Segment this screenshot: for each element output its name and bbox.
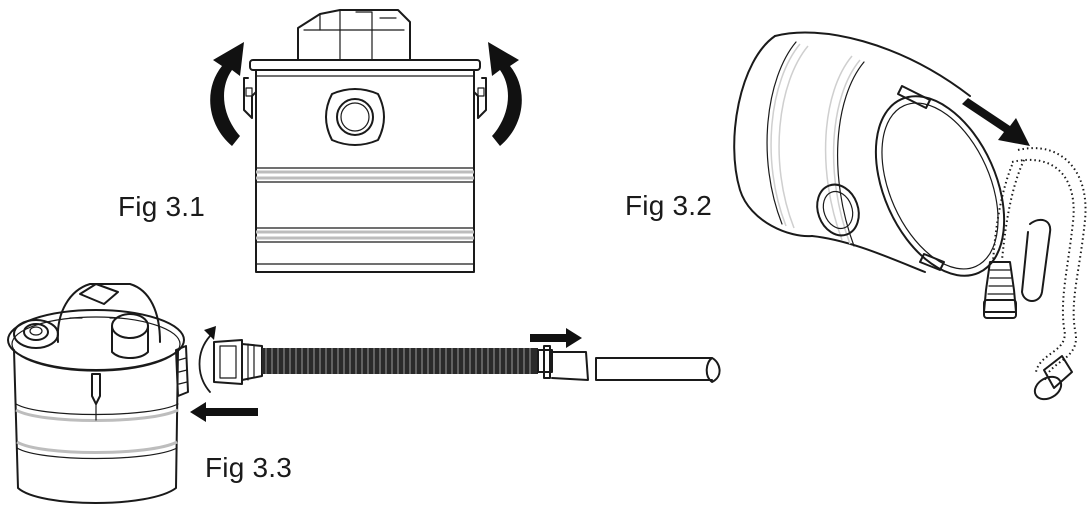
fig-3-3-canister-assembly — [7, 283, 721, 504]
right-clip — [473, 77, 487, 119]
pull-arrow-hose — [530, 328, 582, 348]
motor-dome — [56, 283, 161, 343]
push-arrow — [190, 402, 258, 422]
side-inlet-port — [816, 183, 860, 237]
hose-nozzle — [1033, 355, 1073, 401]
handle-grip — [79, 283, 119, 305]
extension-tube — [1021, 218, 1052, 302]
canister-clip — [91, 373, 101, 405]
pull-arrow — [962, 98, 1030, 146]
corrugated-hose — [262, 348, 538, 374]
drum-opening — [874, 95, 1006, 277]
fig-3-2-label: Fig 3.2 — [625, 190, 712, 221]
fig-3-1-label: Fig 3.1 — [118, 191, 205, 222]
drum-back — [733, 35, 813, 238]
fig-3-1-canister — [210, 9, 522, 273]
lid-rim — [249, 59, 481, 71]
extension-tube-straight — [595, 357, 721, 383]
side-port — [175, 345, 189, 397]
fig-3-3-label: Fig 3.3 — [205, 452, 292, 483]
canister-rim — [7, 309, 185, 371]
rotate-arrow-left — [210, 42, 244, 146]
left-clip — [243, 77, 257, 119]
hose-flex — [1017, 147, 1087, 381]
hose-connector — [983, 261, 1017, 319]
drum-clip-top — [897, 85, 931, 109]
fig-3-2-canister-side — [733, 31, 1087, 401]
hose-end-connector — [213, 339, 263, 385]
inlet-port — [325, 88, 385, 146]
canister-body — [13, 349, 179, 504]
far-coupling — [537, 345, 589, 381]
rotate-arrow-right — [488, 42, 522, 146]
drum-clip-bottom — [919, 253, 945, 271]
rotate-arrow-small — [198, 335, 211, 393]
